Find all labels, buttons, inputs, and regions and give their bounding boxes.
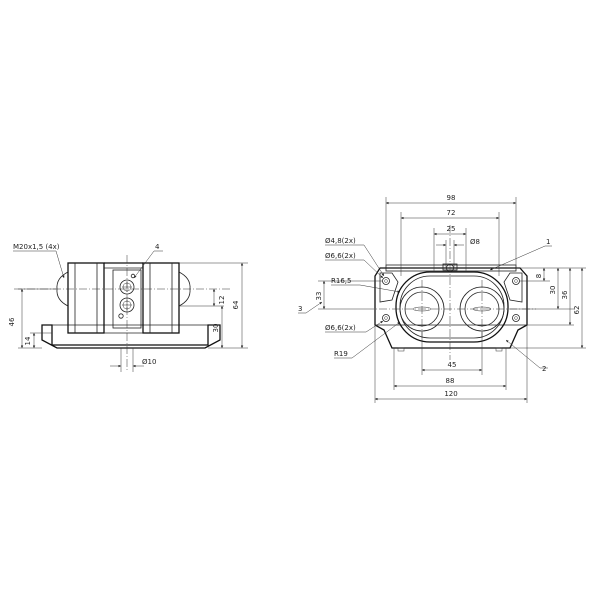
- dim-30-left: 30: [212, 324, 220, 333]
- callout-r165: R16,5: [331, 277, 351, 285]
- callout-dia66-bot: Ø6,6(2x): [325, 324, 356, 332]
- dim-88: 88: [446, 377, 455, 385]
- callout-dia66-top: Ø6,6(2x): [325, 252, 356, 260]
- left-support-left: [67, 262, 105, 334]
- dim-45: 45: [448, 361, 457, 369]
- dim-30-right: 30: [549, 286, 557, 295]
- dim-33: 33: [315, 292, 323, 301]
- dim-64: 64: [232, 300, 240, 309]
- left-base-plate: [41, 324, 221, 349]
- dim-46: 46: [8, 317, 16, 326]
- dim-dia8: Ø8: [470, 238, 480, 246]
- item-4-label: 4: [155, 243, 160, 251]
- hole-top-left: [382, 277, 390, 285]
- left-view: 46 14 12 30 64 Ø10 M20x1,5 (4x) 4: [8, 243, 248, 372]
- callout-r19: R19: [334, 350, 348, 358]
- dim-12: 12: [218, 296, 226, 305]
- dim-25: 25: [447, 225, 456, 233]
- dim-36: 36: [561, 290, 569, 299]
- hole-bottom-left: [382, 314, 390, 322]
- dim-72: 72: [447, 209, 456, 217]
- left-support-right: [142, 262, 180, 334]
- item-3-label: 3: [298, 305, 302, 313]
- dim-14: 14: [24, 336, 32, 345]
- dim-120: 120: [444, 390, 457, 398]
- dim-8: 8: [535, 274, 543, 278]
- dim-62: 62: [573, 306, 581, 315]
- item-2-label: 2: [542, 365, 546, 373]
- item-1-label: 1: [546, 238, 550, 246]
- callout-dia48: Ø4,8(2x): [325, 237, 356, 245]
- right-obround-body: [395, 271, 509, 343]
- thread-callout: M20x1,5 (4x): [13, 243, 60, 251]
- hole-top-right: [512, 277, 520, 285]
- hole-bottom-right: [512, 314, 520, 322]
- dim-98: 98: [447, 194, 456, 202]
- dim-dia10: Ø10: [142, 358, 156, 366]
- right-view: 98 72 25 Ø8 45 88 120 8: [298, 194, 586, 403]
